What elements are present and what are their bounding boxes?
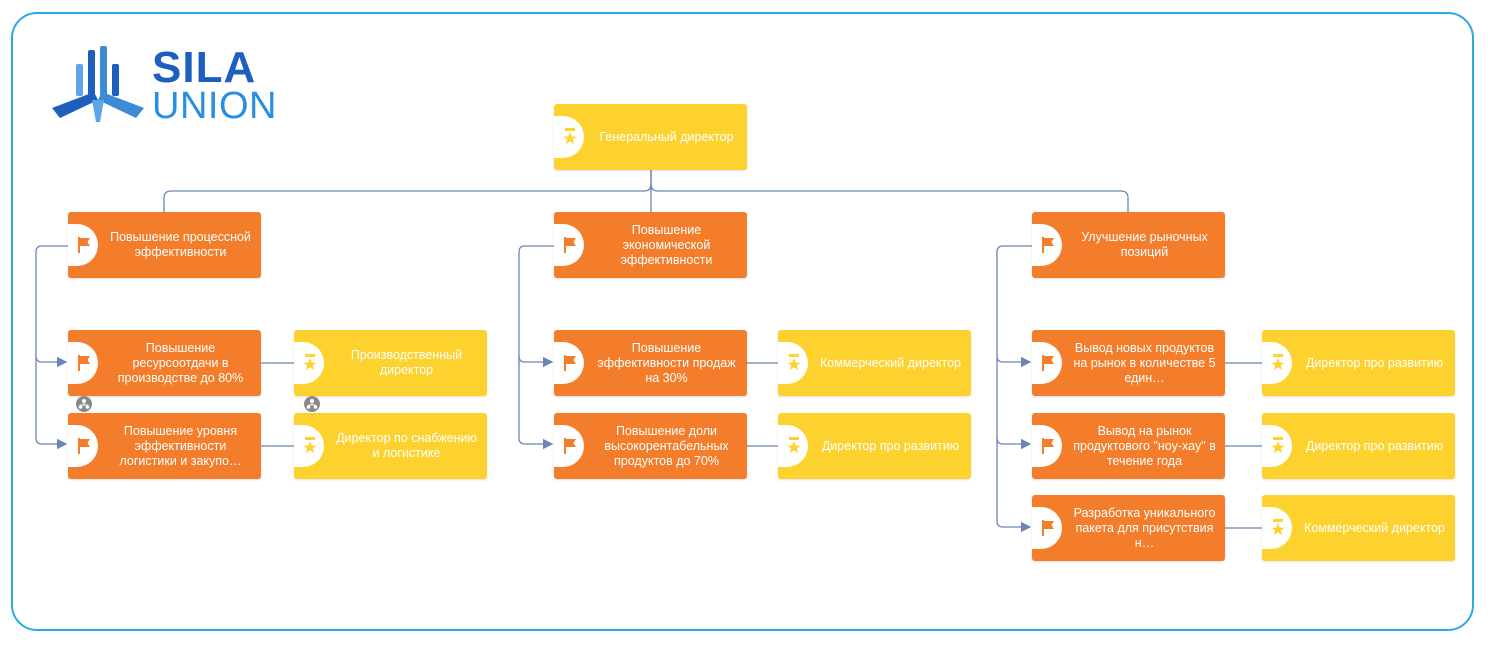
logo-text-sila: SILA [152, 43, 257, 92]
owner-label: Директор про развитию [1305, 438, 1444, 453]
node-tab [778, 425, 808, 467]
owner-label: Производственный директор [350, 348, 463, 377]
expand-subtree-icon[interactable] [76, 396, 92, 412]
node-tab [1032, 342, 1062, 384]
branch-node[interactable]: Повышение процессной эффективности [68, 212, 261, 278]
goal-node[interactable]: Вывод новых продуктов на рынок в количес… [1032, 330, 1225, 396]
medal-icon [563, 128, 577, 145]
node-tab [294, 425, 324, 467]
medal-icon [303, 354, 317, 371]
goal-label: Повышение доли высокорентабельных продук… [604, 423, 729, 468]
node-tab [778, 342, 808, 384]
owner-label: Коммерческий директор [820, 355, 961, 370]
flag-icon [564, 237, 576, 253]
branch-node[interactable]: Повышение экономической эффективности [554, 212, 747, 278]
owner-node[interactable]: Коммерческий директор [1262, 495, 1455, 561]
flag-icon [1042, 237, 1054, 253]
goal-node[interactable]: Разработка уникального пакета для присут… [1032, 495, 1225, 561]
root-label: Генеральный директор [599, 129, 734, 144]
medal-icon [1271, 437, 1285, 454]
node-tab [1032, 425, 1062, 467]
flag-icon [564, 438, 576, 454]
root-node[interactable]: Генеральный директор [554, 104, 747, 170]
expand-subtree-icon[interactable] [304, 396, 320, 412]
root-tab [554, 116, 584, 158]
node-tab [554, 224, 584, 266]
goal-node[interactable]: Вывод на рынок продуктового "ноу-хау" в … [1032, 413, 1225, 479]
flag-icon [78, 237, 90, 253]
node-tab [554, 425, 584, 467]
node-tab [68, 425, 98, 467]
flag-icon [1042, 355, 1054, 371]
node-tab [68, 224, 98, 266]
goal-label: Разработка уникального пакета для присут… [1073, 505, 1216, 550]
logo-text-union: UNION [152, 85, 277, 127]
goal-node[interactable]: Повышение уровня эффективности логистики… [68, 413, 261, 479]
branch-label: Улучшение рыночных позиций [1081, 230, 1208, 259]
node-tab [1262, 342, 1292, 384]
node-tab [294, 342, 324, 384]
goal-label: Повышение ресурсоотдачи в производстве д… [117, 340, 244, 385]
node-tab [1032, 507, 1062, 549]
medal-icon [787, 354, 801, 371]
medal-icon [303, 437, 317, 454]
branch-node[interactable]: Улучшение рыночных позиций [1032, 212, 1225, 278]
node-tab [1262, 425, 1292, 467]
node-tab [554, 342, 584, 384]
goal-node[interactable]: Повышение ресурсоотдачи в производстве д… [68, 330, 261, 396]
goal-label: Повышение эффективности продаж на 30% [597, 340, 736, 385]
goal-label: Повышение уровня эффективности логистики… [119, 423, 242, 468]
owner-node[interactable]: Директор по снабжению и логистике [294, 413, 487, 479]
branch-label: Повышение экономической эффективности [620, 222, 713, 267]
flag-icon [1042, 520, 1054, 536]
owner-node[interactable]: Производственный директор [294, 330, 487, 396]
goal-label: Вывод новых продуктов на рынок в количес… [1073, 340, 1216, 385]
goal-label: Вывод на рынок продуктового "ноу-хау" в … [1073, 423, 1216, 468]
owner-label: Коммерческий директор [1304, 520, 1445, 535]
owner-label: Директор про развитию [1305, 355, 1444, 370]
owner-label: Директор по снабжению и логистике [336, 431, 477, 460]
owner-node[interactable]: Директор про развитию [1262, 330, 1455, 396]
owner-node[interactable]: Коммерческий директор [778, 330, 971, 396]
sila-union-logo: SILA UNION [48, 46, 288, 126]
medal-icon [787, 437, 801, 454]
owner-label: Директор про развитию [821, 438, 960, 453]
owner-node[interactable]: Директор про развитию [778, 413, 971, 479]
branch-label: Повышение процессной эффективности [110, 230, 251, 259]
flag-icon [564, 355, 576, 371]
flag-icon [1042, 438, 1054, 454]
owner-node[interactable]: Директор про развитию [1262, 413, 1455, 479]
node-tab [68, 342, 98, 384]
diagram-frame [11, 12, 1474, 631]
node-tab [1032, 224, 1062, 266]
goal-node[interactable]: Повышение доли высокорентабельных продук… [554, 413, 747, 479]
medal-icon [1271, 354, 1285, 371]
goal-node[interactable]: Повышение эффективности продаж на 30% [554, 330, 747, 396]
medal-icon [1271, 519, 1285, 536]
logo-mark-icon [52, 46, 144, 122]
flag-icon [78, 355, 90, 371]
flag-icon [78, 438, 90, 454]
node-tab [1262, 507, 1292, 549]
